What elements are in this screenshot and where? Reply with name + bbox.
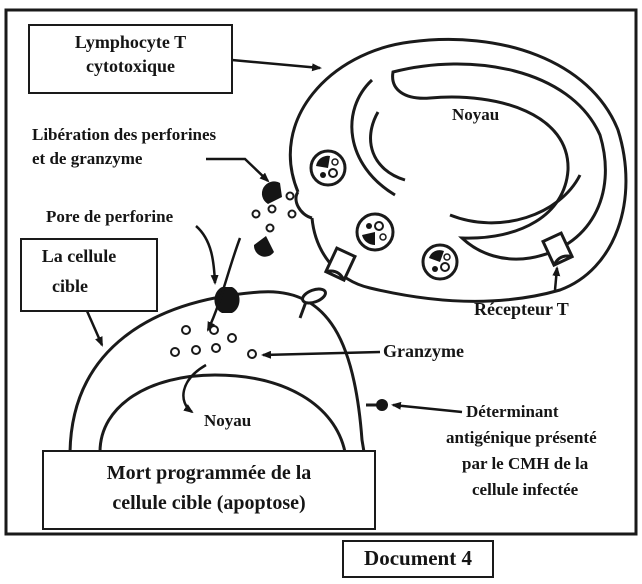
- arrow-pore: [196, 226, 215, 283]
- determinant-line4: cellule infectée: [472, 479, 578, 501]
- cmh-antigen-side: [366, 399, 388, 411]
- t-receptor: [326, 248, 355, 280]
- granule-vesicle: [311, 151, 345, 185]
- inner-membrane-left: [352, 80, 395, 195]
- apoptose-line2: cellule cible (apoptose): [42, 492, 376, 515]
- granzyme-label: Granzyme: [383, 340, 464, 362]
- arrow-determinant: [393, 405, 462, 412]
- perforin-pore: [226, 287, 240, 313]
- liberation-label-line1: Libération des perforines: [32, 124, 216, 146]
- pore-label: Pore de perforine: [46, 206, 173, 228]
- lymphocyte-label-line2: cytotoxique: [28, 56, 233, 77]
- cellule-cible-line2: cible: [20, 276, 120, 297]
- lymphocyte-nucleus: [393, 64, 606, 259]
- noyau-target-label: Noyau: [204, 410, 251, 432]
- arrow-cellule-cible: [87, 311, 102, 345]
- noyau-lymphocyte-label: Noyau: [452, 104, 499, 126]
- perforin-fragment: [254, 236, 274, 257]
- arrow-noyau: [183, 365, 206, 412]
- lymphocyte-label-line1: Lymphocyte T: [28, 32, 233, 53]
- arrow-entry: [208, 238, 240, 330]
- arrow-granzyme: [263, 352, 380, 355]
- granzyme-dots: [171, 326, 256, 358]
- inner-membrane-mid: [371, 112, 405, 180]
- recepteur-label: Récepteur T: [474, 298, 569, 320]
- secretion-bulge: [296, 192, 312, 218]
- determinant-line2: antigénique présenté: [446, 427, 597, 449]
- arrow-lymphocyte: [232, 60, 320, 68]
- granule-vesicle: [423, 245, 457, 279]
- apoptose-line1: Mort programmée de la: [42, 462, 376, 485]
- liberation-label-line2: et de granzyme: [32, 148, 142, 170]
- granule-vesicle: [357, 214, 393, 250]
- arrow-recepteur: [555, 268, 557, 290]
- cellule-cible-line1: La cellule: [20, 246, 138, 267]
- perforin-fragment: [262, 181, 282, 204]
- document-label: Document 4: [342, 546, 494, 571]
- determinant-line3: par le CMH de la: [462, 453, 588, 475]
- arrow-liberation: [206, 159, 268, 181]
- determinant-line1: Déterminant: [466, 401, 559, 423]
